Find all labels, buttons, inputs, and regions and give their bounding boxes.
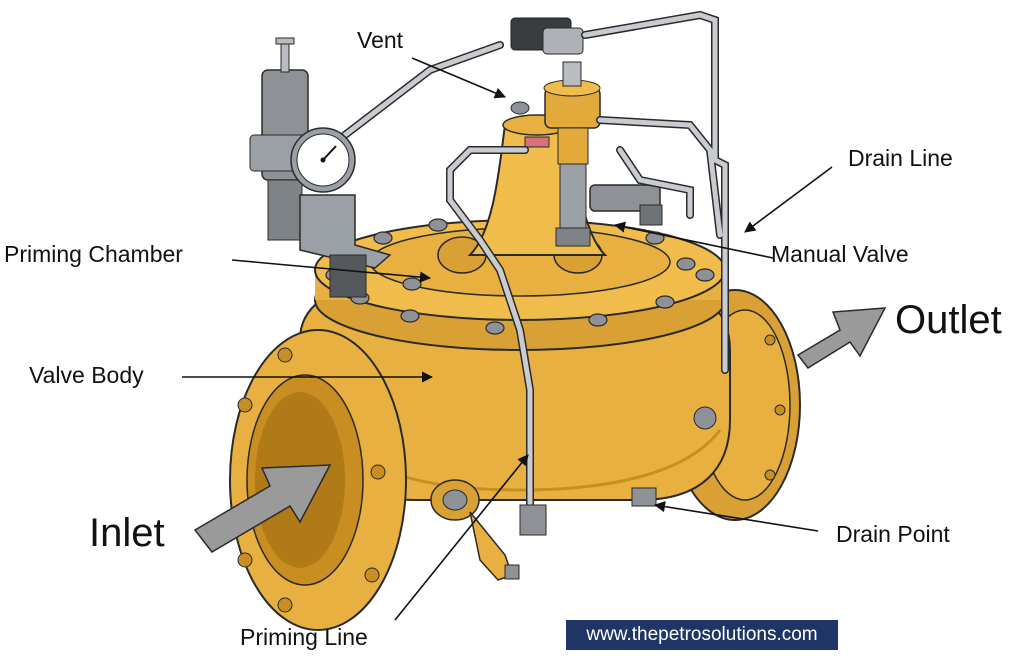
- outlet-flow-arrow: [796, 307, 887, 369]
- watermark-url[interactable]: www.thepetrosolutions.com: [566, 620, 838, 650]
- leader-drain-point: [653, 501, 819, 532]
- priming-chamber: [314, 218, 726, 351]
- regulator-gauge: [249, 37, 392, 298]
- label-inlet: Inlet: [89, 511, 165, 555]
- label-manual-valve: Manual Valve: [771, 241, 909, 267]
- inlet-flow-arrow: [193, 464, 332, 553]
- drain-plug: [631, 406, 717, 507]
- pilot-assembly: [510, 17, 601, 247]
- label-priming-line: Priming Line: [240, 624, 368, 650]
- pilot-tubing: [341, 10, 729, 524]
- leader-manual-valve: [613, 221, 774, 259]
- leader-priming-line: [394, 454, 529, 621]
- label-valve-body: Valve Body: [29, 362, 144, 388]
- label-drain-point: Drain Point: [836, 521, 950, 547]
- leader-drain-line: [744, 166, 833, 233]
- label-outlet: Outlet: [895, 298, 1002, 342]
- manual-valve-fitting: [589, 184, 663, 226]
- leader-vent: [411, 57, 507, 99]
- label-drain-line: Drain Line: [848, 145, 953, 171]
- label-priming-chamber: Priming Chamber: [4, 241, 183, 267]
- label-vent: Vent: [357, 27, 404, 53]
- priming-line-fitting: [430, 479, 547, 581]
- leader-lines: [182, 57, 833, 621]
- leader-priming-chamber: [231, 259, 432, 283]
